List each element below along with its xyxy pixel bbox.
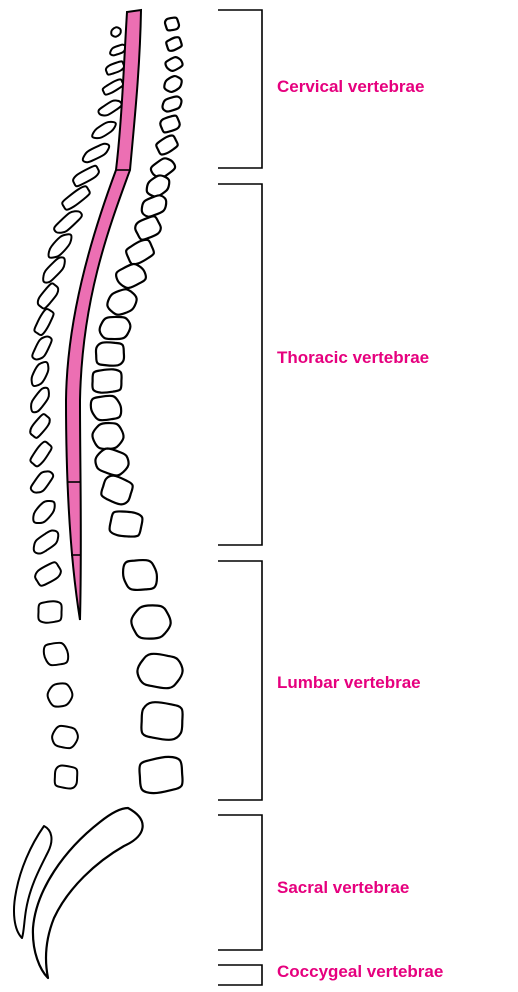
thoracic-bracket [218,184,262,545]
vertebral-body [100,317,131,339]
thoracic-label: Thoracic vertebrae [277,348,429,368]
spinous-process [38,601,61,622]
spinous-process [54,211,82,233]
vertebral-body [135,216,161,239]
vertebral-body [151,158,175,177]
spinous-process [33,501,54,523]
lumbar-label: Lumbar vertebrae [277,673,421,693]
lumbar-bracket [218,561,262,800]
spinous-process [34,530,58,553]
vertebral-body [110,511,143,536]
spinous-process [52,726,78,748]
vertebral-body [141,702,182,740]
sacral-label: Sacral vertebrae [277,878,409,898]
vertebral-body [160,116,179,133]
spinous-process [32,362,49,386]
spinous-process [31,471,53,492]
spinous-process [110,45,126,56]
spinous-process [111,27,121,37]
vertebral-body [139,757,182,793]
spinous-process [48,683,73,706]
vertebral-body [163,96,182,111]
vertebral-body [164,76,181,92]
spinous-process [55,766,78,789]
spinous-process [49,234,72,257]
vertebral-body [147,175,170,196]
vertebral-body [137,654,182,688]
spinous-process [30,414,50,438]
spinous-process [43,257,65,282]
spinous-process [73,166,99,187]
vertebral-body [101,476,132,505]
vertebral-body [166,37,182,51]
vertebral-body [96,342,124,365]
vertebral-body [91,396,121,420]
vertebral-body [116,264,146,288]
vertebral-body [95,449,128,476]
vertebral-body [142,195,166,216]
spinous-process [103,79,124,94]
vertebral-body [156,135,177,154]
vertebral-body [165,18,179,31]
spinous-process [34,309,53,335]
region-brackets [218,10,262,985]
sacral-bracket [218,815,262,950]
spinous-process [38,283,58,308]
cervical-label: Cervical vertebrae [277,77,424,97]
vertebral-body [92,369,121,392]
spinous-process [106,61,124,74]
vertebral-body [165,57,182,71]
vertebral-body [131,605,170,638]
spinous-process [31,388,49,413]
spinous-process [30,442,51,467]
spinous-process [62,186,90,209]
cervical-bracket [218,10,262,168]
coccygeal-label: Coccygeal vertebrae [277,962,443,982]
spinous-process [32,337,51,360]
spinous-process [83,144,109,162]
vertebral-body [126,240,154,264]
spinous-process [44,643,68,665]
coccygeal-bracket [218,965,262,985]
vertebral-body [92,423,123,449]
vertebral-body [107,289,136,314]
spinous-process [92,122,116,138]
vertebral-body [123,560,157,590]
spinous-process [98,100,121,115]
spinous-process [35,562,61,585]
